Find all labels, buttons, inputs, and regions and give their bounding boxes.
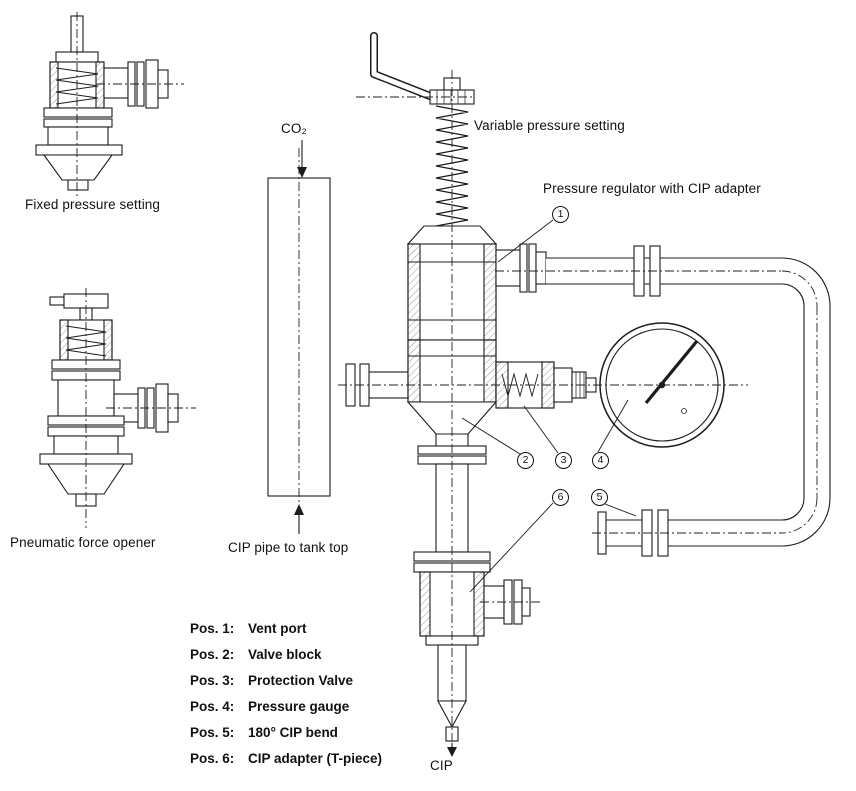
label-cip: CIP [430, 758, 453, 773]
parts-list-row-4: Pos. 4: Pressure gauge [190, 693, 382, 719]
parts-list-row-3: Pos. 3: Protection Valve [190, 667, 382, 693]
label-cip-pipe-to-tank-top: CIP pipe to tank top [228, 540, 349, 555]
part-pos: Pos. 4: [190, 698, 235, 714]
callout-leaders [461, 219, 637, 593]
parts-list-row-2: Pos. 2: Valve block [190, 641, 382, 667]
label-pressure-regulator: Pressure regulator with CIP adapter [543, 181, 761, 196]
part-pos: Pos. 5: [190, 724, 235, 740]
part-desc: Pressure gauge [248, 698, 350, 714]
callout-6: 6 [552, 489, 569, 506]
parts-list-row-6: Pos. 6: CIP adapter (T-piece) [190, 745, 382, 771]
callout-2: 2 [517, 452, 534, 469]
callout-3: 3 [555, 452, 572, 469]
label-co2: CO₂ [281, 121, 307, 136]
callout-5: 5 [591, 489, 608, 506]
part-desc: 180° CIP bend [248, 724, 338, 740]
centerlines [298, 70, 818, 752]
parts-list-row-5: Pos. 5: 180° CIP bend [190, 719, 382, 745]
callout-1: 1 [552, 206, 569, 223]
pressure-regulator-assembly [345, 32, 547, 553]
callout-4: 4 [592, 452, 609, 469]
parts-list-row-1: Pos. 1: Vent port [190, 615, 382, 641]
pneumatic-force-opener-drawing [39, 288, 196, 528]
part-pos: Pos. 1: [190, 620, 235, 636]
part-desc: CIP adapter (T-piece) [248, 750, 383, 766]
part-desc: Vent port [248, 620, 307, 636]
part-pos: Pos. 6: [190, 750, 235, 766]
part-pos: Pos. 3: [190, 672, 235, 688]
label-fixed-pressure-setting: Fixed pressure setting [25, 197, 161, 212]
parts-list: Pos. 1: Vent port Pos. 2: Valve block Po… [190, 615, 382, 771]
cip-adapter-t-piece [413, 551, 531, 757]
part-pos: Pos. 2: [190, 646, 235, 662]
label-pneumatic-force-opener: Pneumatic force opener [10, 535, 156, 550]
label-variable-pressure-setting: Variable pressure setting [474, 118, 625, 133]
fixed-pressure-valve-drawing [35, 12, 184, 196]
part-desc: Valve block [248, 646, 322, 662]
part-desc: Protection Valve [248, 672, 354, 688]
